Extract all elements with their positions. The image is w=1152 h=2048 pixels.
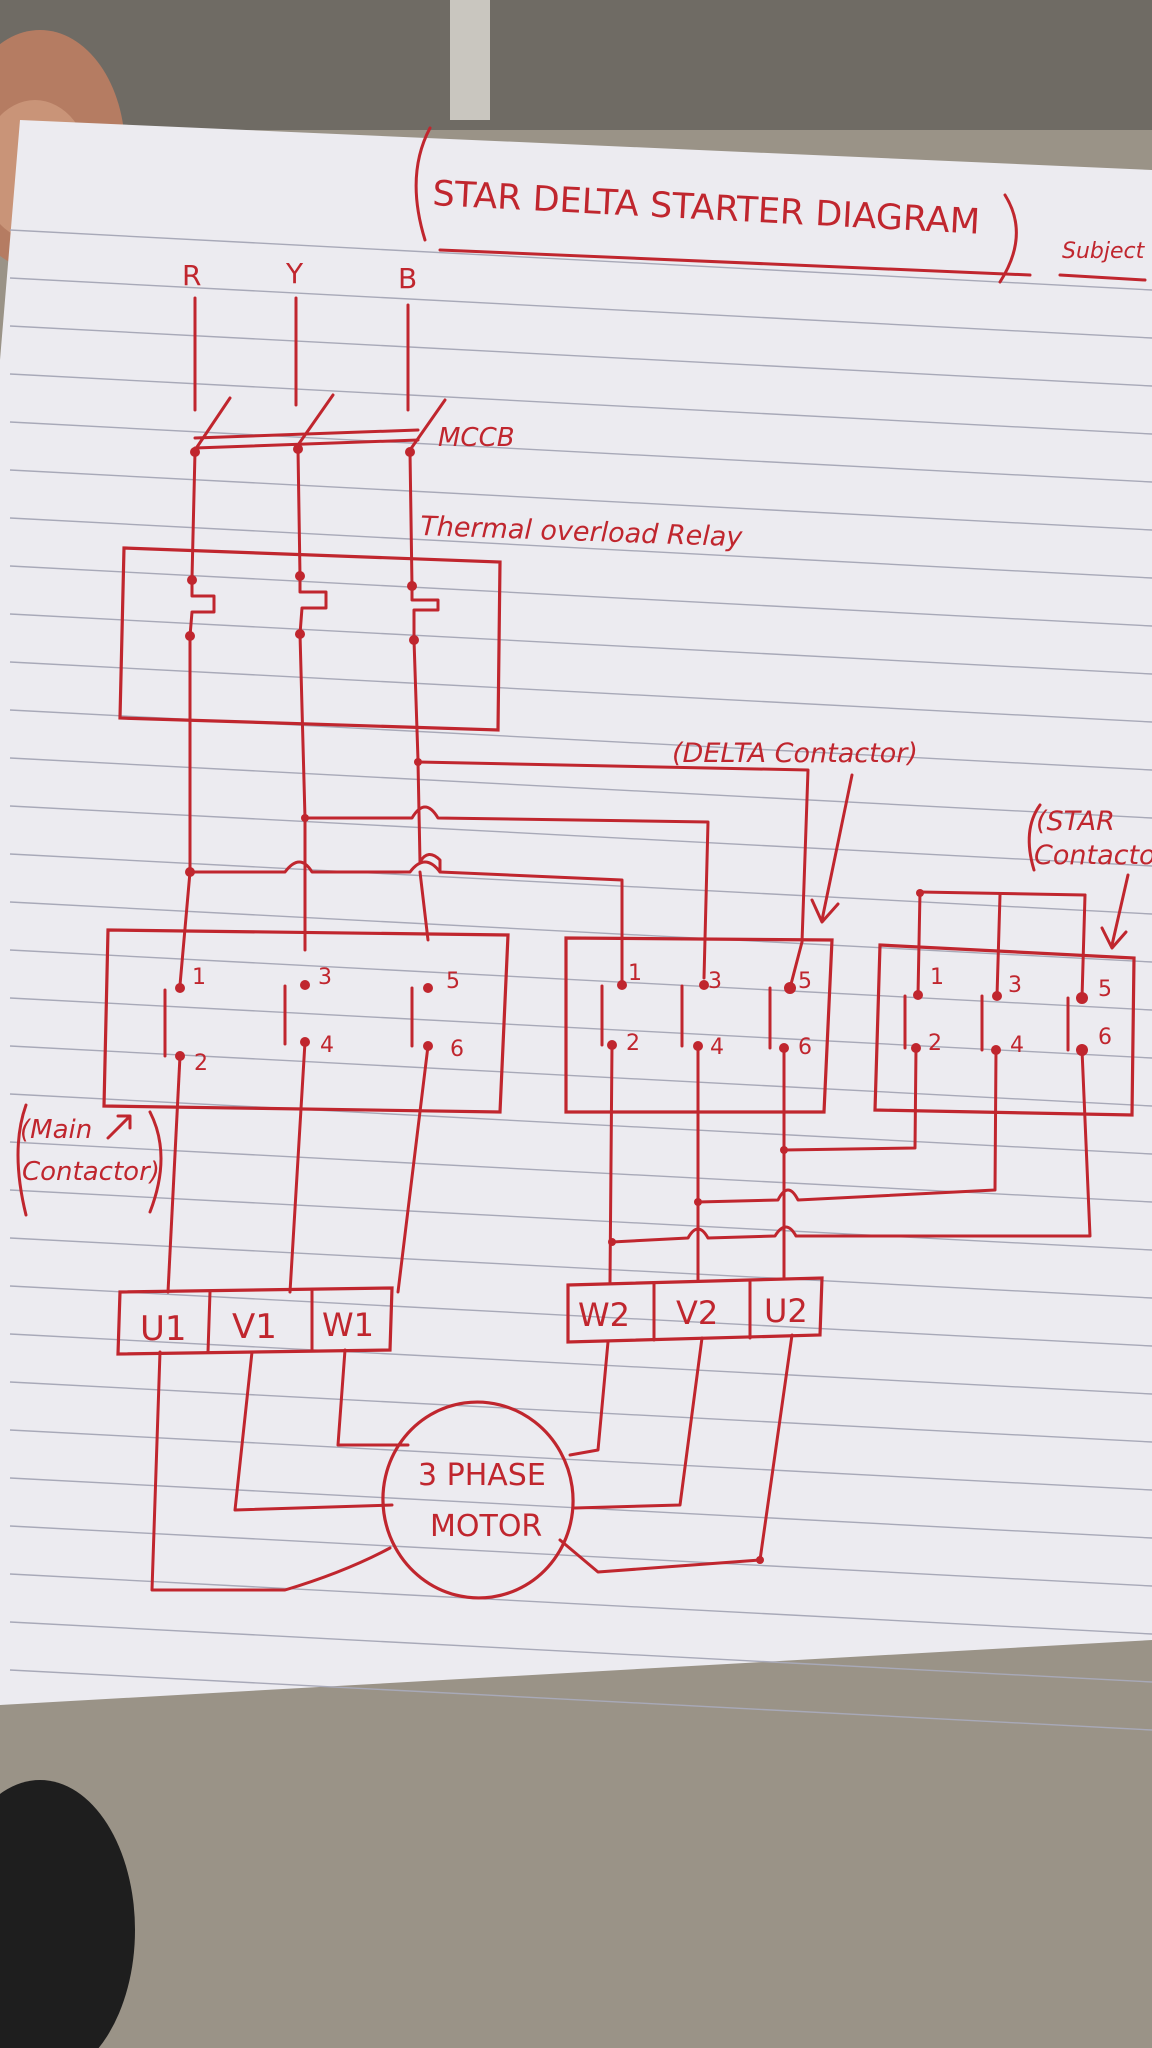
terminal-u1: U1: [140, 1309, 187, 1349]
svg-text:1: 1: [628, 961, 642, 986]
terminal-w1: W1: [322, 1306, 374, 1344]
terminal-block-left: U1 V1 W1: [116, 1286, 394, 1356]
terminal-w2: W2: [578, 1296, 630, 1334]
ruled-line: [9, 661, 1152, 723]
mccb: MCCB: [190, 296, 515, 457]
ruled-line: [9, 1621, 1152, 1683]
ruled-line: [9, 373, 1152, 435]
ruled-line: [9, 277, 1152, 339]
ruled-line: [9, 1333, 1152, 1395]
motor-label-1: 3 PHASE: [418, 1458, 546, 1493]
ruled-line: [9, 1237, 1152, 1299]
output-wiring: [166, 1040, 1092, 1294]
svg-text:2: 2: [194, 1051, 208, 1076]
ruled-line: [9, 1669, 1152, 1731]
svg-text:3: 3: [708, 969, 722, 994]
terminal-v1: V1: [232, 1307, 277, 1347]
svg-text:1: 1: [192, 965, 206, 990]
ruled-line: [9, 565, 1152, 627]
ruled-line: [9, 1045, 1152, 1107]
terminal-block-right: W2 V2 U2: [566, 1276, 824, 1344]
ruled-line: [9, 613, 1152, 675]
mccb-label: MCCB: [438, 423, 515, 453]
svg-text:Contactor: Contactor: [1034, 840, 1152, 871]
ruled-line: [9, 517, 1152, 579]
ruled-line: [9, 901, 1152, 963]
shoe: [0, 1780, 135, 2048]
ruled-line: [9, 469, 1152, 531]
ruled-line: [9, 1573, 1152, 1635]
main-contactor-label: (Main Contactor): [16, 1103, 163, 1217]
main-contactor: 1 3 5 2 4 6: [102, 928, 510, 1114]
phase-b: B: [398, 262, 417, 295]
ruled-line: [9, 1429, 1152, 1491]
ruled-line: [9, 1189, 1152, 1251]
ruled-line: [9, 1285, 1152, 1347]
delta-label: (DELTA Contactor): [672, 738, 918, 769]
delta-contactor: (DELTA Contactor) 1 3 5 2 4 6: [564, 738, 918, 1114]
ruled-line: [9, 949, 1152, 1011]
svg-text:6: 6: [450, 1037, 464, 1062]
three-phase-motor: 3 PHASE MOTOR: [150, 1333, 794, 1600]
distribution-wiring: [178, 632, 810, 987]
phase-r: R: [182, 259, 201, 292]
svg-text:2: 2: [626, 1031, 640, 1056]
ruled-line: [9, 421, 1152, 483]
svg-text:2: 2: [928, 1031, 942, 1056]
phase-y: Y: [285, 257, 304, 290]
terminal-v2: V2: [676, 1294, 718, 1332]
ruled-line: [9, 997, 1152, 1059]
svg-text:3: 3: [1008, 973, 1022, 998]
svg-text:5: 5: [446, 969, 460, 994]
notebook-page: [0, 120, 1152, 1731]
svg-text:5: 5: [1098, 977, 1112, 1002]
svg-text:6: 6: [1098, 1025, 1112, 1050]
terminal-u2: U2: [764, 1292, 808, 1330]
svg-text:4: 4: [1010, 1033, 1024, 1058]
svg-text:(Main: (Main: [20, 1115, 92, 1145]
subject-label: Subject: [1062, 239, 1146, 264]
phase-labels: R Y B: [182, 257, 417, 295]
ruled-line: [9, 1381, 1152, 1443]
svg-text:3: 3: [318, 965, 332, 990]
ruled-line: [9, 805, 1152, 867]
svg-text:Contactor): Contactor): [22, 1157, 160, 1187]
motor-label-2: MOTOR: [430, 1509, 542, 1544]
ruled-line: [9, 853, 1152, 915]
ruled-line: [9, 757, 1152, 819]
svg-text:5: 5: [798, 969, 812, 994]
svg-text:1: 1: [930, 965, 944, 990]
svg-text:4: 4: [320, 1033, 334, 1058]
svg-text:(STAR: (STAR: [1036, 806, 1115, 837]
svg-text:4: 4: [710, 1035, 724, 1060]
ruled-line: [9, 1093, 1152, 1155]
svg-text:6: 6: [798, 1035, 812, 1060]
ruled-line: [9, 229, 1152, 291]
ruled-line: [9, 325, 1152, 387]
